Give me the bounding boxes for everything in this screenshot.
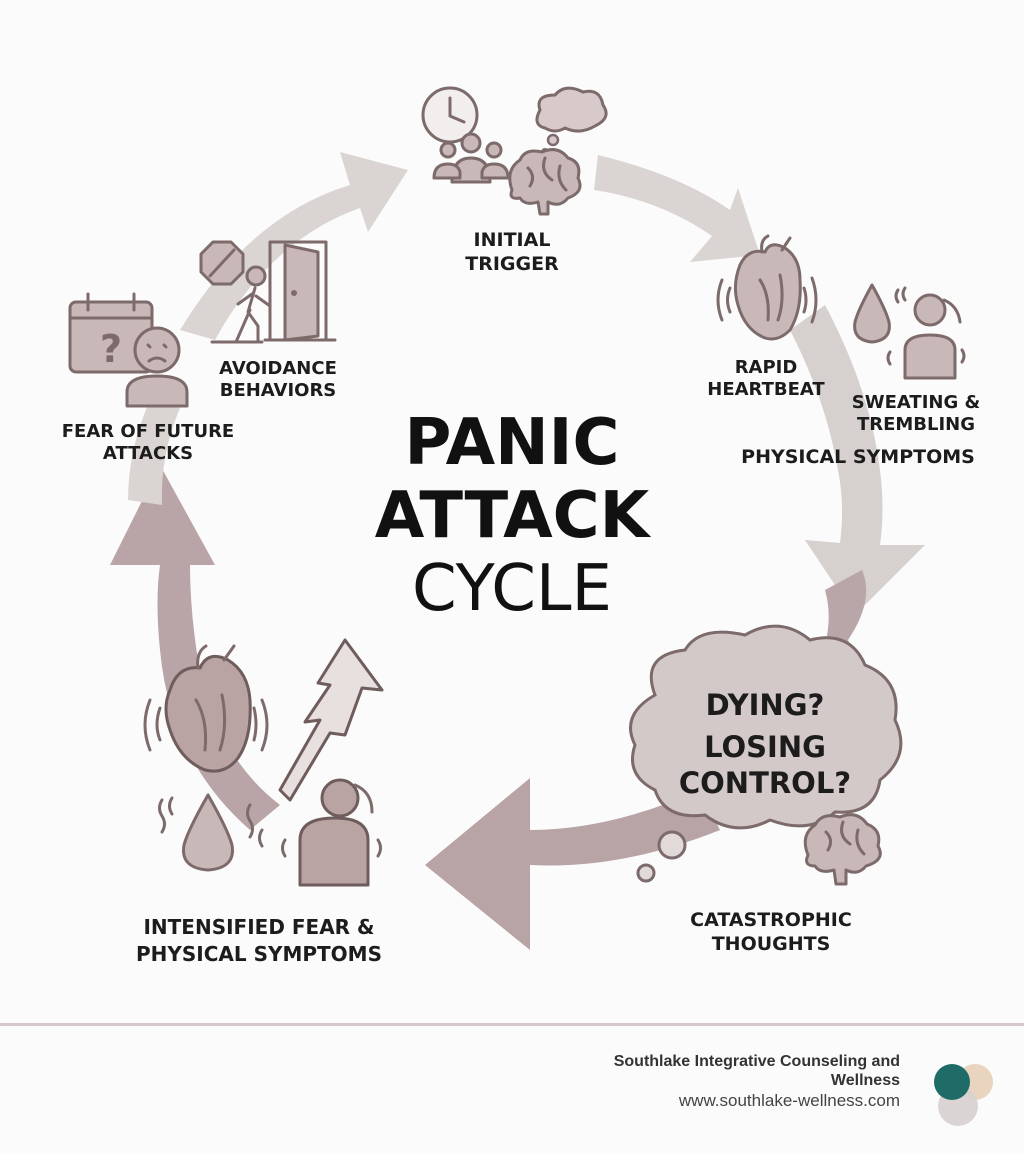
heart-icon — [143, 644, 269, 773]
person-distressed-icon — [886, 286, 966, 380]
lightning-arrow-icon — [278, 638, 384, 802]
droplet-icon — [158, 793, 264, 872]
person-distressed-icon — [281, 778, 382, 887]
bubble-line-1: DYING? — [706, 688, 825, 722]
heart-icon — [716, 234, 818, 341]
title-line-3: CYCLE — [412, 552, 612, 626]
label-catastrophic-1: CATASTROPHIC — [690, 909, 852, 931]
label-intensified-1: INTENSIFIED FEAR & — [143, 915, 374, 939]
org-url[interactable]: www.southlake-wellness.com — [678, 1091, 900, 1110]
label-physical-symptoms: PHYSICAL SYMPTOMS — [741, 446, 975, 468]
svg-text:?: ? — [100, 327, 122, 371]
arrow-physical-to-catastrophic — [790, 305, 925, 615]
clock-icon — [421, 86, 479, 144]
arrow-fear-to-avoidance — [128, 400, 180, 505]
label-rapid-heartbeat-2: HEARTBEAT — [707, 379, 825, 400]
label-fear-future-1: FEAR OF FUTURE — [62, 421, 234, 442]
thought-bubble — [629, 624, 903, 883]
org-name-line-2: Wellness — [830, 1072, 900, 1089]
arrow-avoidance-to-trigger — [180, 152, 408, 340]
label-avoidance-2: BEHAVIORS — [220, 380, 337, 401]
door-icon — [263, 240, 337, 342]
footer-credit: Southlake Integrative Counseling and Wel… — [540, 1052, 900, 1112]
title-line-2: ATTACK — [375, 479, 652, 553]
brain-icon — [803, 813, 882, 886]
brain-icon — [508, 148, 582, 216]
calendar-question-icon: ? — [68, 292, 154, 374]
bubble-line-3: CONTROL? — [679, 766, 851, 800]
title-line-1: PANIC — [405, 406, 620, 480]
arrow-intensified-to-fear — [110, 465, 280, 830]
label-fear-future-2: ATTACKS — [103, 443, 193, 464]
label-intensified-2: PHYSICAL SYMPTOMS — [136, 942, 382, 966]
label-avoidance-1: AVOIDANCE — [219, 358, 337, 379]
label-initial-trigger-1: INITIAL — [474, 229, 551, 251]
walking-person-icon — [210, 265, 272, 344]
label-catastrophic-2: THOUGHTS — [712, 933, 831, 955]
label-sweating-2: TREMBLING — [857, 414, 975, 435]
arrow-thoughts-to-intensified — [425, 778, 720, 950]
bubble-line-2: LOSING — [704, 730, 826, 764]
label-initial-trigger-2: TRIGGER — [465, 253, 559, 275]
footer-divider — [0, 1023, 1024, 1026]
stop-sign-icon — [199, 240, 245, 286]
org-name-line-1: Southlake Integrative Counseling and — [613, 1053, 900, 1070]
thought-cloud-icon — [535, 86, 608, 156]
label-sweating-1: SWEATING & — [852, 392, 980, 413]
logo-icon — [934, 1064, 993, 1126]
droplet-icon — [853, 283, 891, 344]
worried-person-icon — [125, 326, 189, 408]
panic-cycle-diagram: PANIC ATTACK CYCLE INITIAL TRIGGER RAPID… — [62, 86, 980, 966]
arrow-trigger-to-heartbeat — [594, 155, 760, 262]
crowd-icon — [432, 132, 510, 184]
label-rapid-heartbeat-1: RAPID — [735, 357, 798, 378]
